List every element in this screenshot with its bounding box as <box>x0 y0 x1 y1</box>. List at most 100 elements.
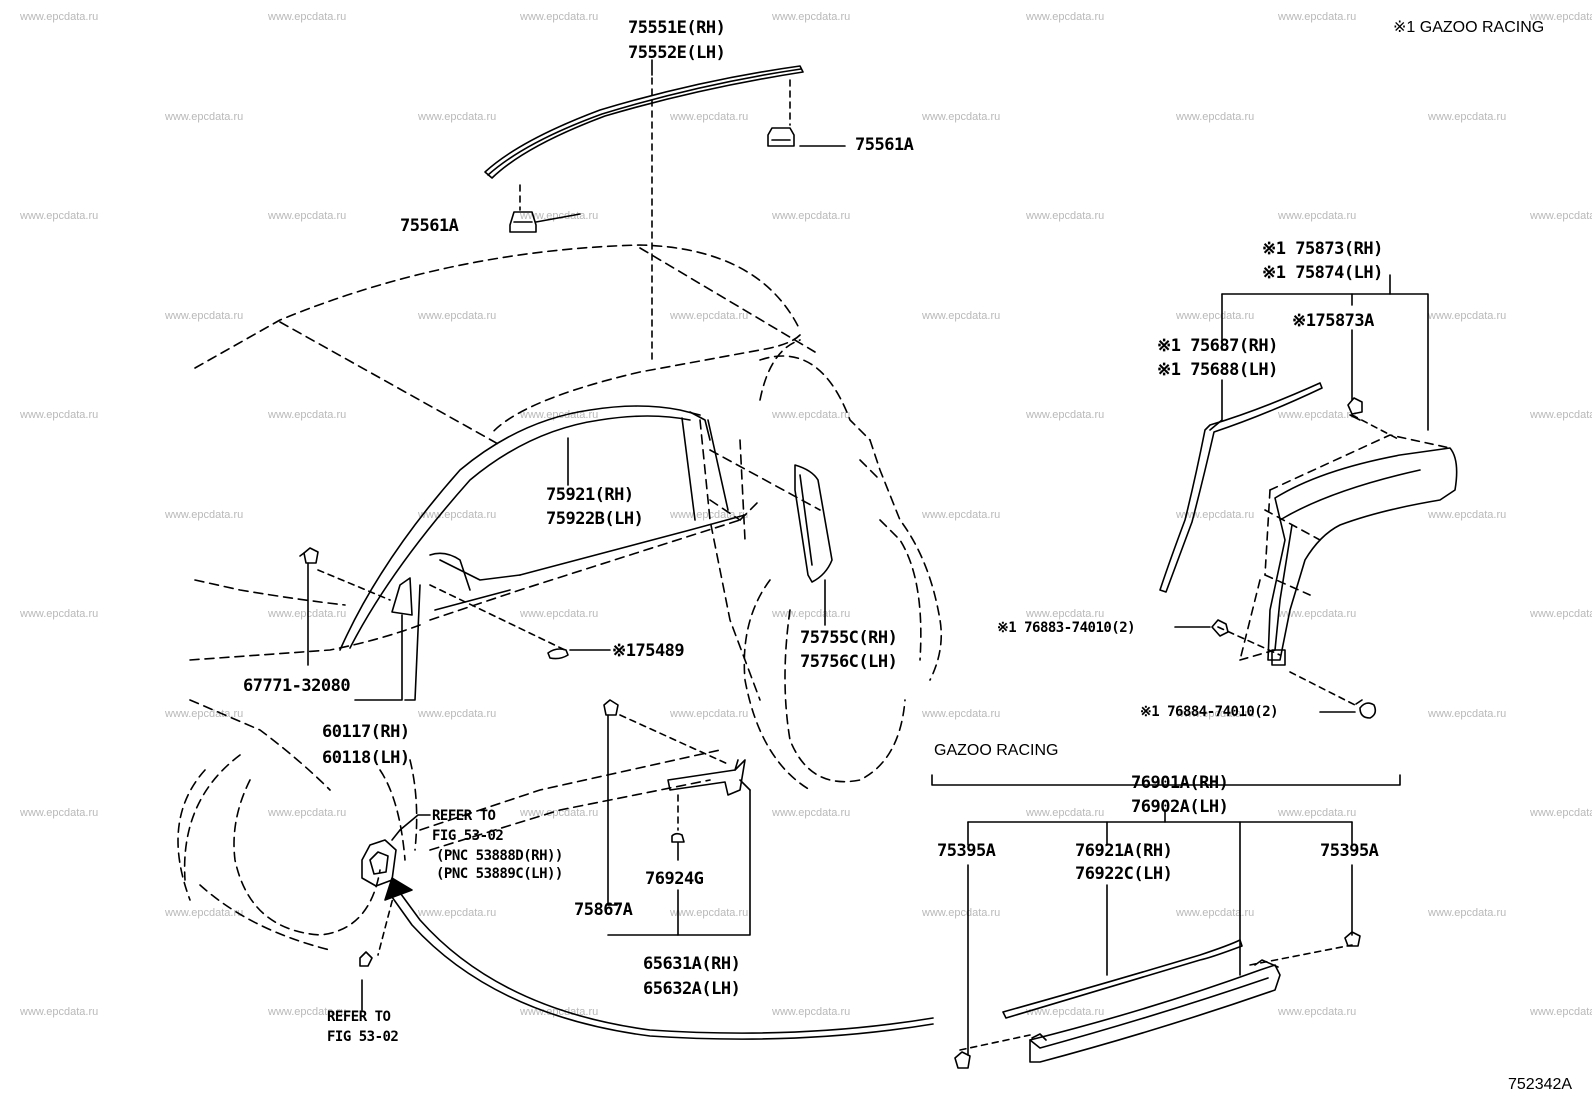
watermark-text: www.epcdata.ru <box>268 1006 347 1018</box>
watermark-text: www.epcdata.ru <box>922 110 1001 123</box>
part-label-75552e[interactable]: 75552E(LH) <box>628 43 726 63</box>
watermark-text: www.epcdata.ru <box>165 508 244 521</box>
part-label-76902a[interactable]: 76902A(LH) <box>1131 797 1229 817</box>
part-label-76901a[interactable]: 76901A(RH) <box>1131 773 1229 793</box>
watermark-text: www.epcdata.ru <box>165 707 244 720</box>
watermark-text: www.epcdata.ru <box>1026 807 1105 819</box>
part-label-76922c[interactable]: 76922C(LH) <box>1075 864 1173 884</box>
part-label-75922b[interactable]: 75922B(LH) <box>546 509 644 529</box>
part-label-76921a[interactable]: 76921A(RH) <box>1075 841 1173 861</box>
watermark-text: www.epcdata.ru <box>1176 110 1255 123</box>
part-label-75873[interactable]: ※1 75873(RH) <box>1262 239 1383 259</box>
pnc-label-lh: (PNC 53889C(LH)) <box>436 866 563 882</box>
fig-53-02-link-2[interactable]: FIG 53-02 <box>327 1029 399 1045</box>
part-label-75688[interactable]: ※1 75688(LH) <box>1157 360 1278 380</box>
watermark-text: www.epcdata.ru <box>1428 110 1507 123</box>
quarter-spoiler <box>794 464 833 583</box>
part-label-75756c[interactable]: 75756C(LH) <box>800 652 898 672</box>
watermark-text: www.epcdata.ru <box>165 906 244 919</box>
rear-spoiler-assembly <box>1159 382 1458 666</box>
part-label-75874[interactable]: ※1 75874(LH) <box>1262 263 1383 283</box>
part-label-75395a-left[interactable]: 75395A <box>937 841 996 861</box>
part-label-67771[interactable]: 67771-32080 <box>243 676 351 696</box>
pnc-label-rh: (PNC 53888D(RH)) <box>436 848 563 864</box>
part-label-75395a-right[interactable]: 75395A <box>1320 841 1379 861</box>
watermark-text: www.epcdata.ru <box>670 110 749 123</box>
part-label-65632a[interactable]: 65632A(LH) <box>643 979 741 999</box>
watermark-text: www.epcdata.ru <box>520 409 599 421</box>
watermark-text: www.epcdata.ru <box>1530 210 1592 222</box>
watermark-text: www.epcdata.ru <box>20 1006 99 1018</box>
watermark-text: www.epcdata.ru <box>1530 608 1592 620</box>
refer-to-label-1: REFER TO <box>432 808 496 824</box>
watermark-text: www.epcdata.ru <box>1278 210 1357 222</box>
screw-76883-shape <box>1211 619 1229 637</box>
part-label-76883[interactable]: ※1 76883-74010(2) <box>997 620 1136 636</box>
watermark-text: www.epcdata.ru <box>1278 1006 1357 1018</box>
watermark-text: www.epcdata.ru <box>670 309 749 322</box>
watermark-text: www.epcdata.ru <box>1026 1006 1105 1018</box>
watermark-text: www.epcdata.ru <box>165 309 244 322</box>
part-label-65631a[interactable]: 65631A(RH) <box>643 954 741 974</box>
watermark-text: www.epcdata.ru <box>418 906 497 919</box>
clip-75867a-shape <box>603 699 619 716</box>
spoiler-clip-shape <box>1347 397 1363 421</box>
roof-clip-right <box>767 127 795 147</box>
watermark-text: www.epcdata.ru <box>1530 1006 1592 1018</box>
part-label-76884[interactable]: ※1 76884-74010(2) <box>1140 704 1279 720</box>
watermark-text: www.epcdata.ru <box>1428 906 1507 919</box>
watermark-text: www.epcdata.ru <box>922 508 1001 521</box>
watermark-text: www.epcdata.ru <box>520 1006 599 1018</box>
watermark-text: www.epcdata.ru <box>20 807 99 819</box>
curved-arrow <box>397 889 934 1034</box>
part-label-75867a[interactable]: 75867A <box>574 900 633 920</box>
nut-shape <box>671 832 685 843</box>
watermark-text: www.epcdata.ru <box>670 707 749 720</box>
watermark-text: www.epcdata.ru <box>20 608 99 620</box>
refer-to-label-2: REFER TO <box>327 1009 391 1025</box>
fender-bracket-shape <box>361 839 397 887</box>
watermark-text: www.epcdata.ru <box>1026 11 1105 23</box>
leader-lines <box>307 59 1429 1056</box>
watermark-text: www.epcdata.ru <box>772 11 851 23</box>
watermark-text: www.epcdata.ru <box>772 409 851 421</box>
watermark-text: www.epcdata.ru <box>165 110 244 123</box>
part-label-75551e[interactable]: 75551E(RH) <box>628 18 726 38</box>
part-label-76924g[interactable]: 76924G <box>645 869 704 889</box>
part-label-60117[interactable]: 60117(RH) <box>322 722 410 742</box>
part-label-75561a-left[interactable]: 75561A <box>400 216 459 236</box>
gazoo-racing-note: ※1 GAZOO RACING <box>1393 19 1545 36</box>
watermark-text: www.epcdata.ru <box>20 409 99 421</box>
diagram-id: 752342A <box>1508 1076 1573 1093</box>
watermark-text: www.epcdata.ru <box>1278 608 1357 620</box>
fig-53-02-link-1[interactable]: FIG 53-02 <box>432 828 504 844</box>
gazoo-racing-section-title: GAZOO RACING <box>934 742 1059 759</box>
watermark-text: www.epcdata.ru <box>268 210 347 222</box>
door-window-lines <box>339 405 746 651</box>
watermark-text: www.epcdata.ru <box>1026 608 1105 620</box>
part-label-75561a-right[interactable]: 75561A <box>855 135 914 155</box>
part-label-75921[interactable]: 75921(RH) <box>546 485 634 505</box>
watermark-text: www.epcdata.ru <box>1278 11 1357 23</box>
roof-moulding <box>484 65 804 179</box>
roof-clip-left <box>509 211 537 233</box>
watermark-text: www.epcdata.ru <box>1176 309 1255 322</box>
watermark-text: www.epcdata.ru <box>418 110 497 123</box>
watermark-text: www.epcdata.ru <box>1530 409 1592 421</box>
part-label-75755c[interactable]: 75755C(RH) <box>800 628 898 648</box>
watermark-text: www.epcdata.ru <box>268 409 347 421</box>
part-label-75489[interactable]: ※175489 <box>612 641 685 661</box>
watermark-text: www.epcdata.ru <box>418 508 497 521</box>
dashed-leaders <box>317 77 1401 1051</box>
watermark-text: www.epcdata.ru <box>1176 508 1255 521</box>
mud-guard-shape <box>667 759 746 796</box>
clip-67771-shape <box>299 547 319 564</box>
rocker-moulding-shape <box>1002 939 1243 1019</box>
watermark-text: www.epcdata.ru <box>1428 508 1507 521</box>
part-label-75873a[interactable]: ※175873A <box>1292 311 1374 331</box>
part-label-75687[interactable]: ※1 75687(RH) <box>1157 336 1278 356</box>
watermark-text: www.epcdata.ru <box>772 1006 851 1018</box>
part-label-60118[interactable]: 60118(LH) <box>322 748 410 768</box>
watermark-text: www.epcdata.ru <box>772 807 851 819</box>
